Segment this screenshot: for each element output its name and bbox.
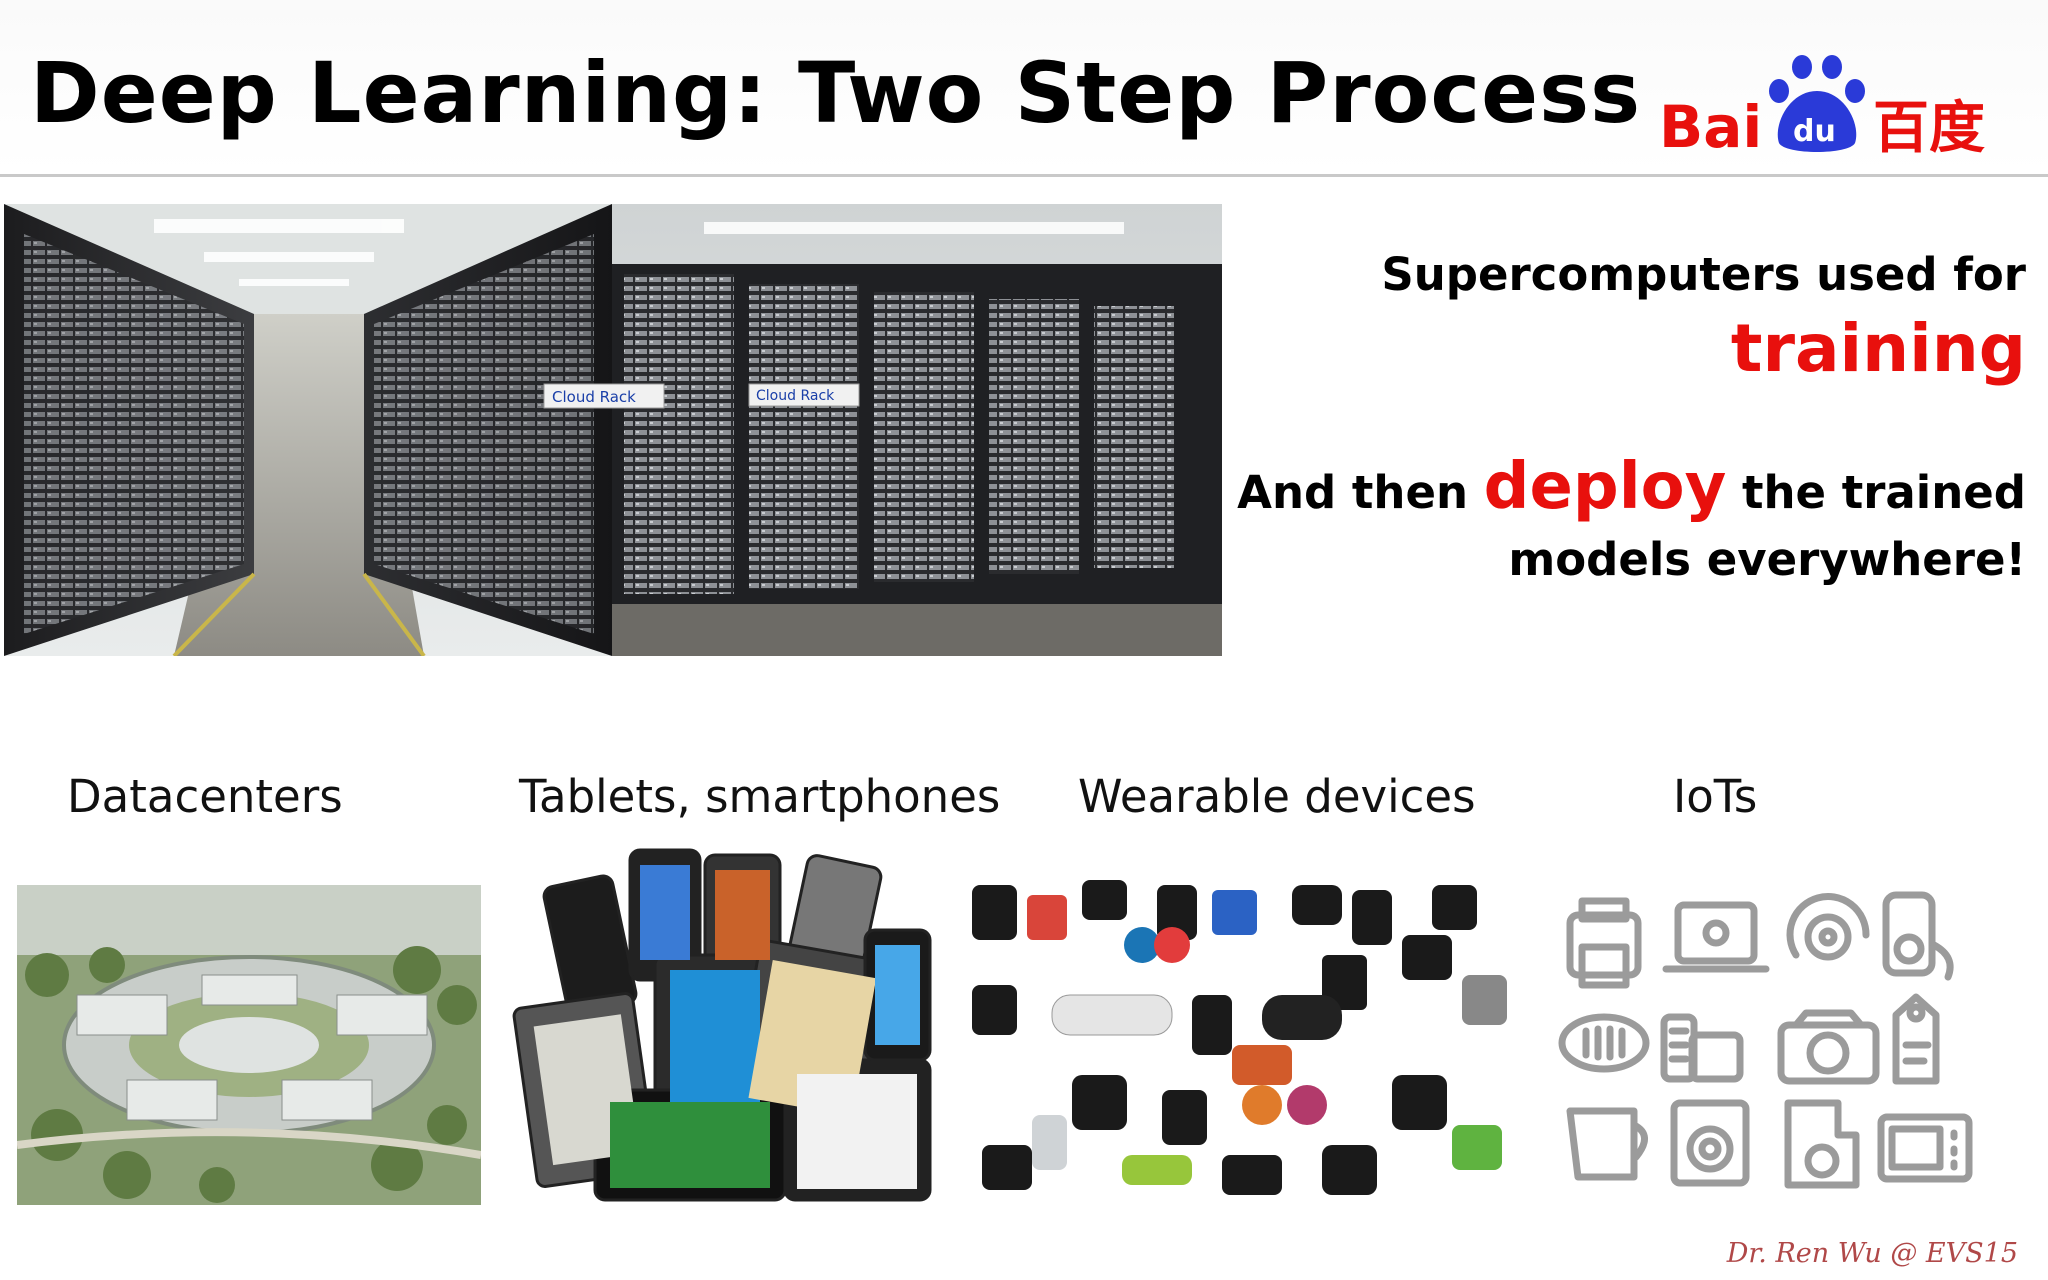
category-label-wearables: Wearable devices: [1078, 770, 1476, 823]
laptop-icon: [1662, 901, 1770, 973]
coffee-machine-icon: [1784, 1099, 1860, 1189]
baidu-logo-cn: 百度: [1873, 96, 1985, 160]
washing-machine-icon: [1670, 1099, 1750, 1187]
baidu-logo-paw-text: du: [1793, 114, 1836, 149]
callout-deploy: deploy: [1483, 450, 1727, 524]
baidu-logo: Bai du 百度: [1659, 55, 1985, 160]
server-aisle-photo-icon: Cloud Rack Cloud Rack: [4, 204, 1222, 656]
category-label-datacenters: Datacenters: [67, 770, 343, 823]
datacenter-campus-icon: [17, 885, 481, 1205]
slide-title: Deep Learning: Two Step Process: [30, 44, 1642, 142]
author-credit: Dr. Ren Wu @ EVS15: [1726, 1238, 2018, 1269]
speaker-icon: [1786, 893, 1870, 961]
callout-line-3-prefix: And then: [1237, 466, 1484, 519]
wearables-icon: [962, 875, 1517, 1210]
supercomputer-aisle-image: Cloud Rack Cloud Rack: [4, 204, 1222, 656]
media-player-icon: [1882, 891, 1954, 981]
cordless-phone-icon: [1660, 1013, 1744, 1083]
rack-label-1: Cloud Rack: [552, 388, 636, 406]
slide-header: Deep Learning: Two Step Process Bai du 百…: [0, 0, 2048, 177]
callout-line-4: models everywhere!: [1508, 533, 2026, 586]
kettle-icon: [1566, 1107, 1648, 1181]
iot-icons-grid: [1558, 891, 1973, 1189]
callout-line-3-suffix: the trained: [1726, 466, 2026, 519]
category-label-iots: IoTs: [1673, 770, 1758, 823]
callout-line-3: And then deploy the trained: [1237, 450, 2026, 524]
mobile-devices-collage: [495, 830, 935, 1202]
callout-line-1: Supercomputers used for: [1381, 248, 2026, 301]
wearables-collage: [962, 875, 1517, 1210]
iot-appliance-icons: [1556, 885, 1976, 1195]
printer-icon: [1566, 897, 1642, 989]
mobile-devices-icon: [495, 830, 935, 1202]
datacenter-campus-image: [17, 885, 481, 1205]
camera-icon: [1777, 1009, 1880, 1085]
baidu-logo-latin: Bai: [1659, 93, 1762, 160]
robot-vacuum-icon: [1558, 1013, 1650, 1073]
callout-training: training: [1730, 310, 2026, 387]
smart-tag-icon: [1892, 993, 1940, 1085]
baidu-paw-icon: [1769, 55, 1865, 152]
category-label-mobile: Tablets, smartphones: [519, 770, 1001, 823]
microwave-icon: [1877, 1113, 1973, 1183]
rack-label-2: Cloud Rack: [756, 388, 835, 404]
